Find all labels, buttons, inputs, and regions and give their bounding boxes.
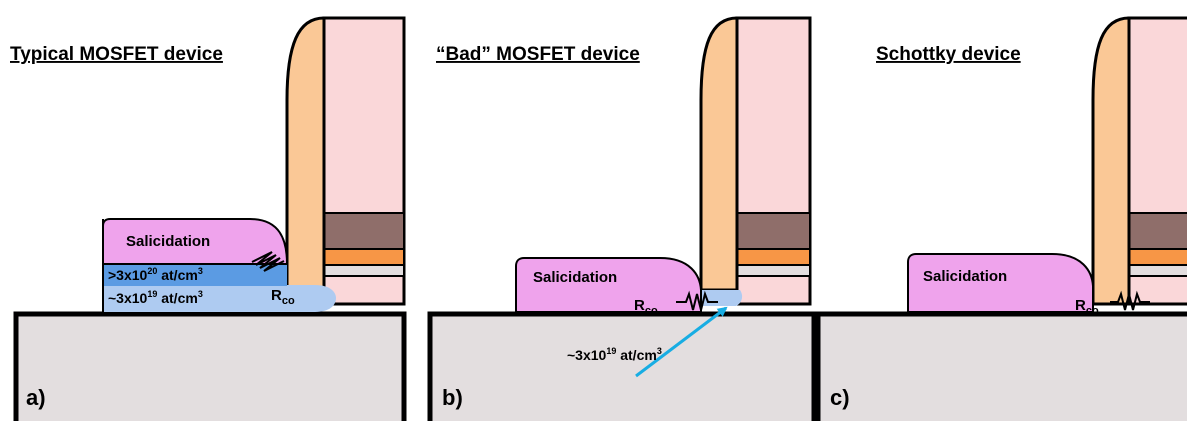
gate-workfunction-layer [323, 248, 405, 266]
silicide-label: Salicidation [923, 268, 1007, 285]
silicide-label: Salicidation [533, 269, 617, 286]
doping-high-label: >3x1020 at/cm3 [108, 266, 203, 283]
resistor-symbol [251, 251, 285, 272]
gate-spacer [1091, 16, 1131, 306]
resistor-label: Rco [271, 287, 295, 307]
gate-metal-layer [323, 212, 405, 250]
gate-metal-layer [736, 212, 811, 250]
resistor-label: Rco [634, 297, 658, 317]
silicide-region [102, 218, 289, 265]
gate-dielectric-layer [1128, 264, 1187, 277]
gate-stack [1091, 16, 1187, 306]
gate-metal-layer [1128, 212, 1187, 250]
gate-workfunction-layer [736, 248, 811, 266]
doping-low-label: ~3x1019 at/cm3 [108, 289, 203, 306]
panel-letter: a) [26, 385, 46, 410]
resistor-symbol [1110, 290, 1150, 311]
doping-note-label: ~3x1019 at/cm3 [567, 346, 662, 363]
doping-high-region [103, 264, 287, 286]
gate-spacer [285, 16, 326, 306]
panel-b: “Bad” MOSFET device Salicidation Rco ~3x… [427, 16, 817, 421]
doping-low-region [103, 285, 336, 312]
panel-letter: b) [442, 385, 463, 410]
gate-dielectric-layer [323, 264, 405, 277]
gate-stack [699, 16, 812, 306]
gate-spacer [699, 16, 739, 292]
panel-title: Schottky device [876, 44, 1021, 65]
doping-pointer-arrow [635, 306, 728, 378]
panel-a: Typical MOSFET device Salicidation >3x10… [10, 16, 407, 421]
panel-title: “Bad” MOSFET device [436, 44, 640, 65]
panel-c: Schottky device Salicidation Rco c) [815, 16, 1187, 421]
resistor-symbol [676, 290, 718, 311]
silicide-region [515, 257, 702, 313]
substrate [427, 311, 817, 421]
substrate [815, 311, 1187, 421]
gate-workfunction-layer [1128, 248, 1187, 266]
substrate [13, 311, 407, 421]
silicide-region [907, 253, 1094, 313]
panel-letter: c) [830, 385, 850, 410]
resistor-label: Rco [1075, 297, 1099, 317]
gate-stack [285, 16, 406, 306]
silicide-label: Salicidation [126, 233, 210, 250]
panel-title: Typical MOSFET device [10, 44, 223, 65]
gate-dielectric-layer [736, 264, 811, 277]
